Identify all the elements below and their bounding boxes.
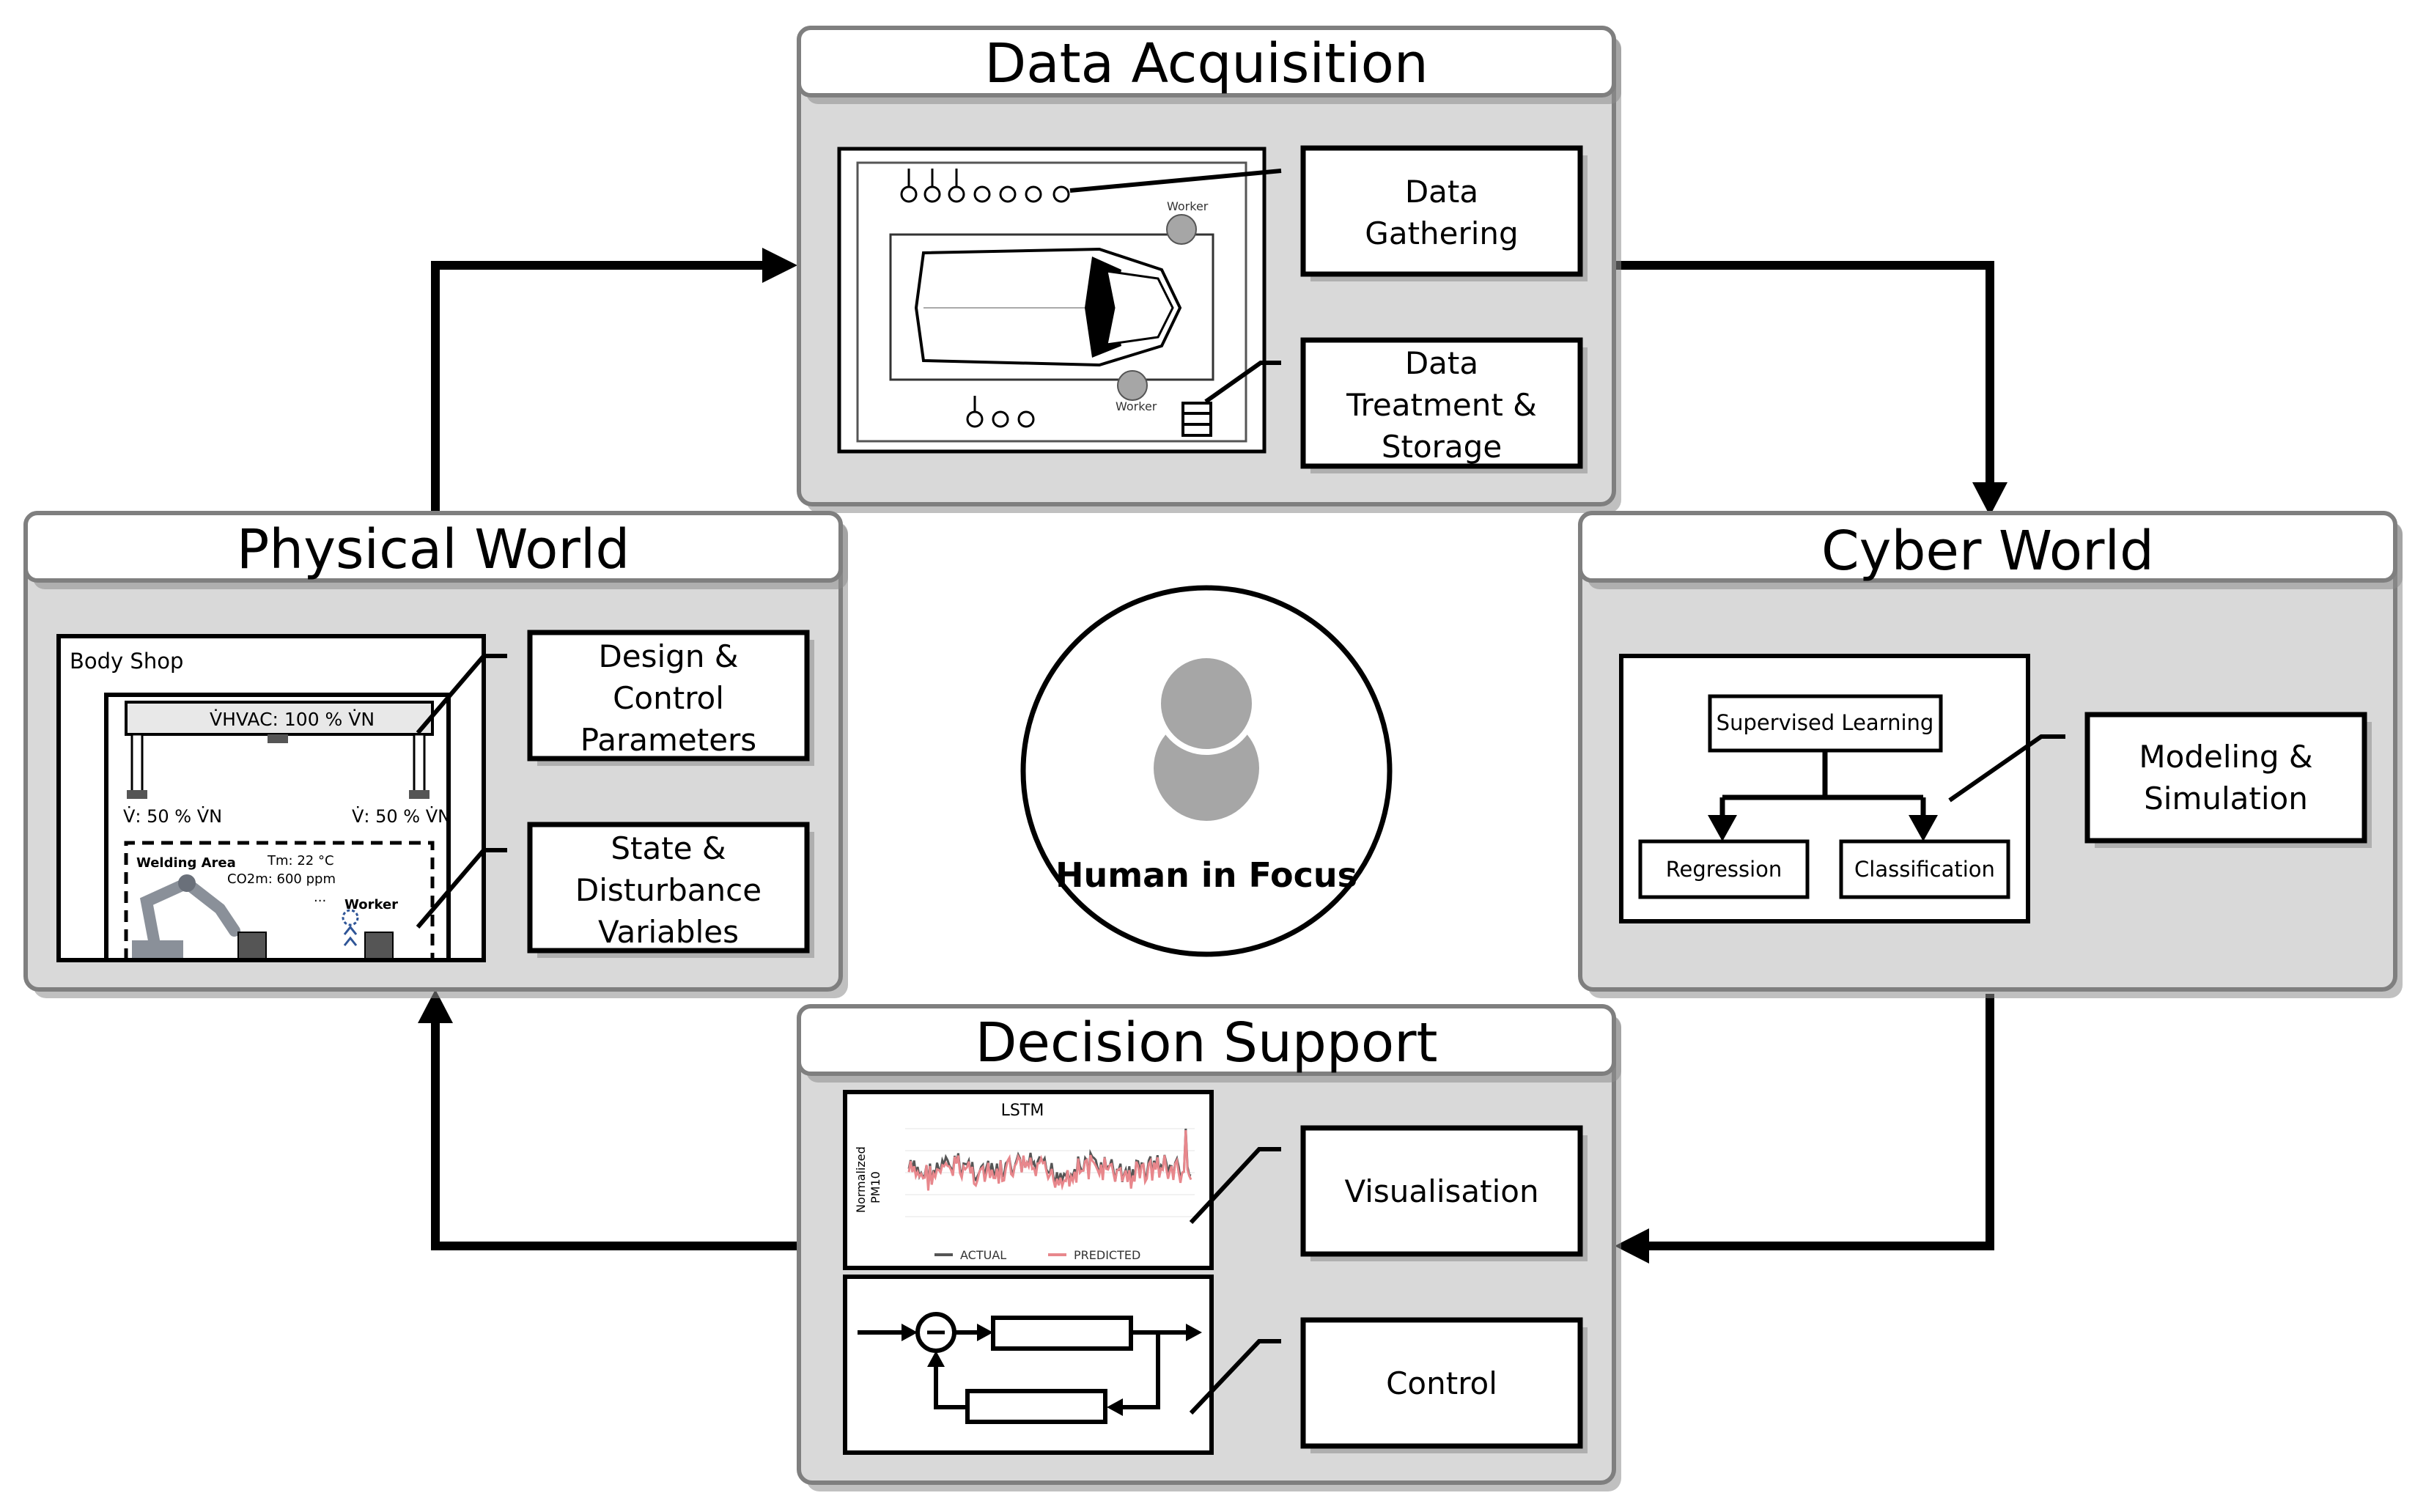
- lstm-chart-image: LSTM Normalized PM10 ACTUAL PREDICTED: [843, 1090, 1214, 1270]
- ellipsis-label: ...: [314, 890, 326, 905]
- visualisation-box: Visualisation: [1300, 1125, 1588, 1261]
- worker-icon-top: [1166, 214, 1197, 245]
- design-line1: Design &: [598, 638, 738, 674]
- data-treatment-line3: Storage: [1382, 429, 1502, 465]
- design-control-box: Design & Control Parameters: [527, 630, 814, 766]
- data-gathering-line2: Gathering: [1365, 215, 1518, 251]
- worker-icon-bottom: [1117, 370, 1148, 401]
- database-icon: [1181, 402, 1212, 437]
- physical-world-title: Physical World: [237, 518, 630, 581]
- visualisation-label: Visualisation: [1344, 1173, 1538, 1209]
- car-icon: [914, 247, 1182, 367]
- feedback-block: [965, 1389, 1107, 1424]
- worker-label-top: Worker: [1167, 199, 1209, 213]
- classification-label: Classification: [1854, 857, 1995, 882]
- worker-icon: [342, 909, 359, 926]
- arrow-head-cyber: [1972, 482, 2007, 516]
- flow-arrows: [418, 248, 2007, 1264]
- connector-modeling: [1948, 734, 2065, 803]
- arrow-acquisition-to-cyber: [1610, 261, 1994, 484]
- worker-label-bottom: Worker: [1116, 399, 1157, 413]
- worker-label: Worker: [344, 897, 398, 912]
- robot-arm-icon: [132, 874, 240, 958]
- data-gathering-line1: Data: [1405, 174, 1478, 210]
- control-loop-image: [843, 1275, 1214, 1455]
- data-treatment-line2: Treatment &: [1346, 387, 1537, 423]
- sensor-icons-top: [900, 169, 1070, 203]
- chart-ylabel-line2: PM10: [869, 1171, 882, 1203]
- sensor-icons-bottom: [966, 396, 1035, 428]
- connector-treatment: [1204, 361, 1281, 404]
- supervised-learning-box: [1708, 694, 1943, 753]
- chart-series-predicted: [907, 1130, 1192, 1191]
- body-shop-label: Body Shop: [70, 649, 183, 674]
- workpiece-left: [237, 932, 267, 959]
- connector-state: [416, 848, 507, 929]
- connector-design: [416, 654, 507, 734]
- state-line2: Disturbance: [575, 872, 762, 908]
- data-acquisition-panel: Data Acquisition: [797, 26, 1621, 513]
- decision-support-title: Decision Support: [975, 1011, 1437, 1074]
- supervised-learning-label: Supervised Learning: [1717, 710, 1934, 735]
- legend-predicted: PREDICTED: [1074, 1248, 1140, 1262]
- cyber-world-title: Cyber World: [1821, 520, 2154, 583]
- decision-support-panel: Decision Support LSTM Normalized PM10 AC…: [797, 1004, 1621, 1491]
- hvac-duct: [125, 701, 434, 736]
- modeling-simulation-box: Modeling & Simulation: [2084, 712, 2372, 848]
- connector-gathering: [1069, 169, 1282, 193]
- hvac-label: V̇HVAC: 100 % V̇N: [210, 709, 375, 730]
- person-icon: [1154, 652, 1259, 821]
- arrow-decision-to-physical: [431, 1022, 799, 1250]
- co2-label: CO2m: 600 ppm: [227, 871, 336, 887]
- data-treatment-line1: Data: [1405, 345, 1478, 381]
- body-shop-image: Body Shop V̇HVAC: 100 % V̇N V̇: 50 % V̇N…: [56, 634, 486, 962]
- welding-area-label: Welding Area: [136, 855, 236, 871]
- connector-visualisation: [1189, 1147, 1281, 1225]
- modeling-line2: Simulation: [2144, 781, 2308, 816]
- arrow-head-decision: [1615, 1228, 1649, 1264]
- design-line3: Parameters: [580, 722, 756, 758]
- design-line2: Control: [613, 680, 724, 716]
- regression-box: [1638, 839, 1810, 899]
- classification-box: [1839, 839, 2010, 899]
- right-flow-label: V̇: 50 % V̇N: [352, 806, 451, 827]
- arrow-cyber-to-decision: [1649, 994, 1994, 1250]
- human-in-focus-label: Human in Focus: [1055, 855, 1357, 895]
- control-box: Control: [1300, 1317, 1588, 1453]
- legend-actual: ACTUAL: [960, 1248, 1006, 1262]
- data-gathering-box: Data Gathering: [1300, 145, 1588, 281]
- plant-block: [991, 1316, 1133, 1351]
- arrow-head-physical: [418, 989, 453, 1023]
- state-line1: State &: [611, 830, 726, 866]
- modeling-line1: Modeling &: [2139, 739, 2312, 775]
- ml-tree-image: Supervised Learning Regression Classific…: [1619, 654, 2030, 923]
- human-in-focus: Human in Focus: [1020, 585, 1393, 957]
- data-acquisition-title: Data Acquisition: [984, 32, 1428, 95]
- temperature-label: Tm: 22 °C: [267, 853, 334, 869]
- lstm-chart-title: LSTM: [1001, 1102, 1044, 1120]
- floor-plan-image: Worker Worker: [837, 147, 1267, 454]
- left-flow-label: V̇: 50 % V̇N: [123, 806, 222, 827]
- state-line3: Variables: [598, 914, 739, 950]
- state-disturbance-box: State & Disturbance Variables: [527, 822, 814, 958]
- connector-control: [1189, 1339, 1281, 1415]
- arrow-head-acquisition: [762, 248, 797, 283]
- chart-ylabel-line1: Normalized: [854, 1146, 868, 1213]
- data-treatment-box: Data Treatment & Storage: [1300, 337, 1588, 473]
- regression-label: Regression: [1666, 857, 1782, 882]
- arrow-physical-to-acquisition: [431, 261, 762, 513]
- physical-world-panel: Physical World Body Shop V̇HVAC: 100 % V…: [23, 511, 848, 998]
- cyber-world-panel: Cyber World Supervised Learning Regressi…: [1578, 511, 2403, 998]
- workpiece-right: [364, 932, 394, 959]
- control-label: Control: [1386, 1365, 1497, 1401]
